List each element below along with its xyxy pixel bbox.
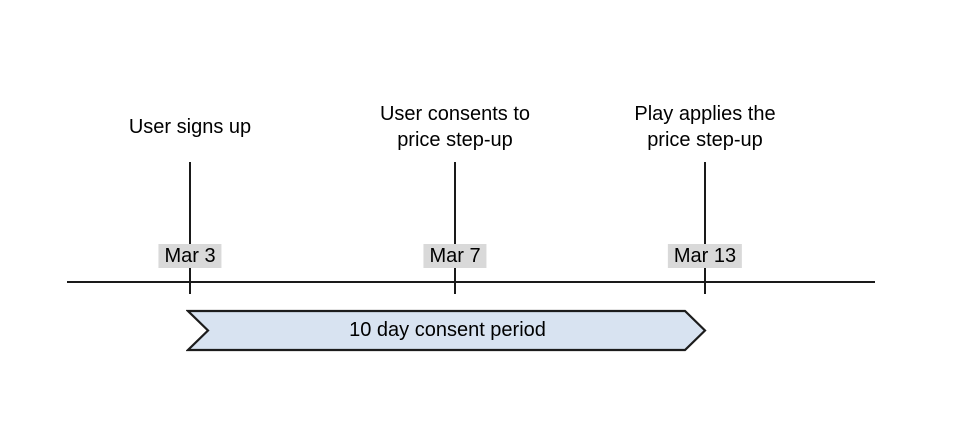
consent-period-banner-label: 10 day consent period [349,319,546,341]
event-title-line: User consents to [379,103,531,125]
event-title-line: price step-up [397,129,513,151]
event-user-signs-up: User signs up Mar 3 [80,0,300,446]
event-title: User consents to price step-up [345,100,565,154]
event-title-line: User signs up [128,116,252,138]
timeline-axis [67,281,875,283]
event-title-line: Play applies the [634,103,776,125]
event-date-label: Mar 3 [158,244,222,268]
event-user-consents: User consents to price step-up Mar 7 [345,0,565,446]
consent-period-banner-shape [186,309,707,352]
event-title: User signs up [80,100,300,154]
event-play-applies: Play applies the price step-up Mar 13 [595,0,815,446]
event-tick [454,162,456,294]
event-tick [704,162,706,294]
event-title-line: price step-up [647,129,763,151]
event-date-label: Mar 7 [423,244,487,268]
event-tick [189,162,191,294]
event-title: Play applies the price step-up [595,100,815,154]
event-date-label: Mar 13 [667,244,743,268]
chevron-arrow-shape [186,309,707,352]
